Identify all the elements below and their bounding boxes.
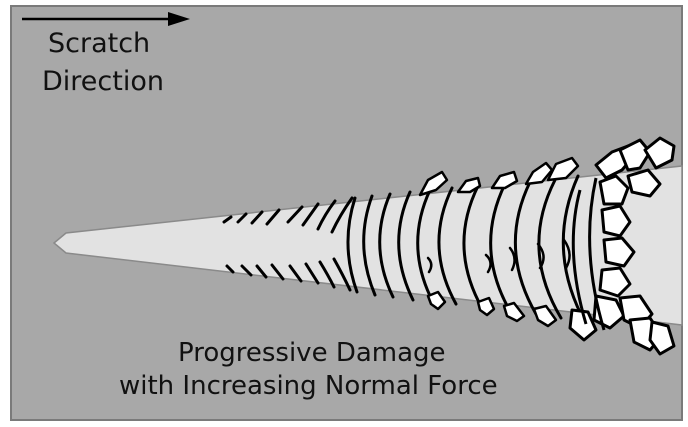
scratch-direction-label-line2: Direction [42, 68, 164, 95]
scratch-direction-label-line1: Scratch [48, 30, 150, 57]
caption-line1: Progressive Damage [178, 340, 446, 366]
caption-line2: with Increasing Normal Force [119, 373, 498, 399]
